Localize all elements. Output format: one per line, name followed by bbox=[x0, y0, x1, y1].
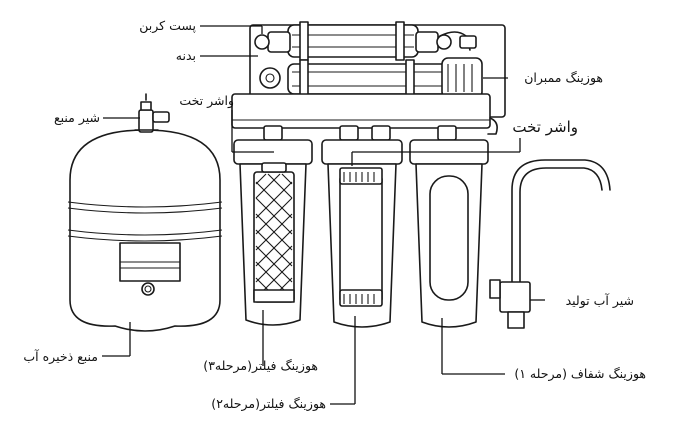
label-source-valve: شیر منبع bbox=[54, 110, 100, 126]
label-membrane-housing: هوزینگ ممبران bbox=[524, 70, 603, 86]
label-flat-washer-left: واشر تخت bbox=[179, 93, 234, 109]
source-valve bbox=[134, 93, 170, 133]
label-stage2-housing: هوزینگ فیلتر(مرحله۲) bbox=[211, 396, 326, 412]
stage1-clear-housing bbox=[409, 139, 489, 328]
stage3-filter-housing bbox=[233, 139, 313, 326]
product-faucet bbox=[489, 159, 611, 329]
label-stage3-housing: هوزینگ فیلتر(مرحله۳) bbox=[203, 358, 318, 374]
stage2-filter-housing bbox=[321, 139, 403, 328]
carbon-block-pattern bbox=[255, 173, 293, 299]
label-post-carbon: پست کربن bbox=[139, 18, 196, 34]
mounting-bracket bbox=[231, 93, 498, 141]
label-water-tank: منبع ذخیره آب bbox=[23, 349, 98, 365]
label-faucet: شیر آب تولید bbox=[566, 293, 634, 309]
label-body: بدنه bbox=[176, 48, 196, 63]
leader-lines bbox=[102, 25, 545, 405]
label-flat-washer-right: واشر تخت bbox=[512, 118, 578, 136]
label-stage1-clear-housing: هوزینگ شفاف (مرحله ۱) bbox=[514, 366, 646, 382]
water-storage-tank bbox=[67, 129, 223, 332]
